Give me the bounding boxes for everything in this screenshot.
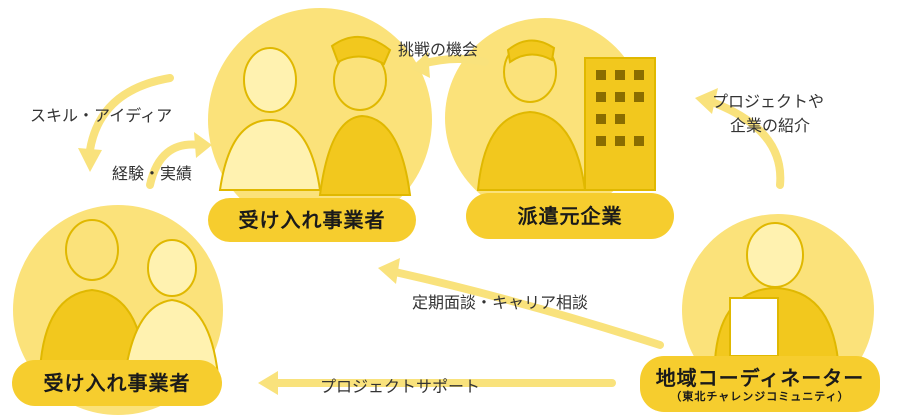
host-bottom-people-illustration — [38, 219, 220, 376]
host-top-pill: 受け入れ事業者 — [208, 198, 416, 242]
arrow-skills — [86, 74, 174, 154]
host-bottom-pill: 受け入れ事業者 — [12, 360, 222, 406]
host-top-label: 受け入れ事業者 — [238, 208, 386, 232]
coordinator-illustration — [713, 222, 840, 361]
host-top-people-illustration — [218, 35, 412, 196]
coordinator-pill: 地域コーディネーター （東北チャレンジコミュニティ） — [640, 356, 880, 412]
arrow-experience-head — [194, 132, 212, 158]
host-bottom-label: 受け入れ事業者 — [43, 371, 191, 395]
label-skills: スキル・アイディア — [30, 106, 173, 125]
dispatch-person-illustration — [476, 39, 587, 191]
dispatch-label: 派遣元企業 — [517, 204, 623, 228]
label-interview: 定期面談・キャリア相談 — [412, 293, 589, 312]
coordinator-sublabel: （東北チャレンジコミュニティ） — [670, 389, 850, 403]
label-support: プロジェクトサポート — [320, 377, 481, 396]
label-experience: 経験・実績 — [112, 164, 193, 183]
dispatch-pill: 派遣元企業 — [466, 193, 674, 239]
arrow-project-intro-head — [695, 88, 718, 114]
arrow-skills-head — [78, 148, 102, 172]
arrow-interview-head — [378, 258, 400, 284]
coordinator-label: 地域コーディネーター — [655, 365, 865, 390]
arrow-interview — [391, 268, 664, 349]
arrow-experience — [146, 140, 204, 189]
arrow-challenge-head — [410, 52, 430, 78]
arrow-project-intro — [708, 98, 785, 189]
arrow-support-head — [258, 371, 278, 395]
building-icon — [584, 57, 656, 191]
label-challenge: 挑戦の機会 — [398, 40, 479, 59]
label-project-intro-1: プロジェクトや — [712, 92, 825, 111]
label-project-intro-2: 企業の紹介 — [730, 116, 811, 135]
